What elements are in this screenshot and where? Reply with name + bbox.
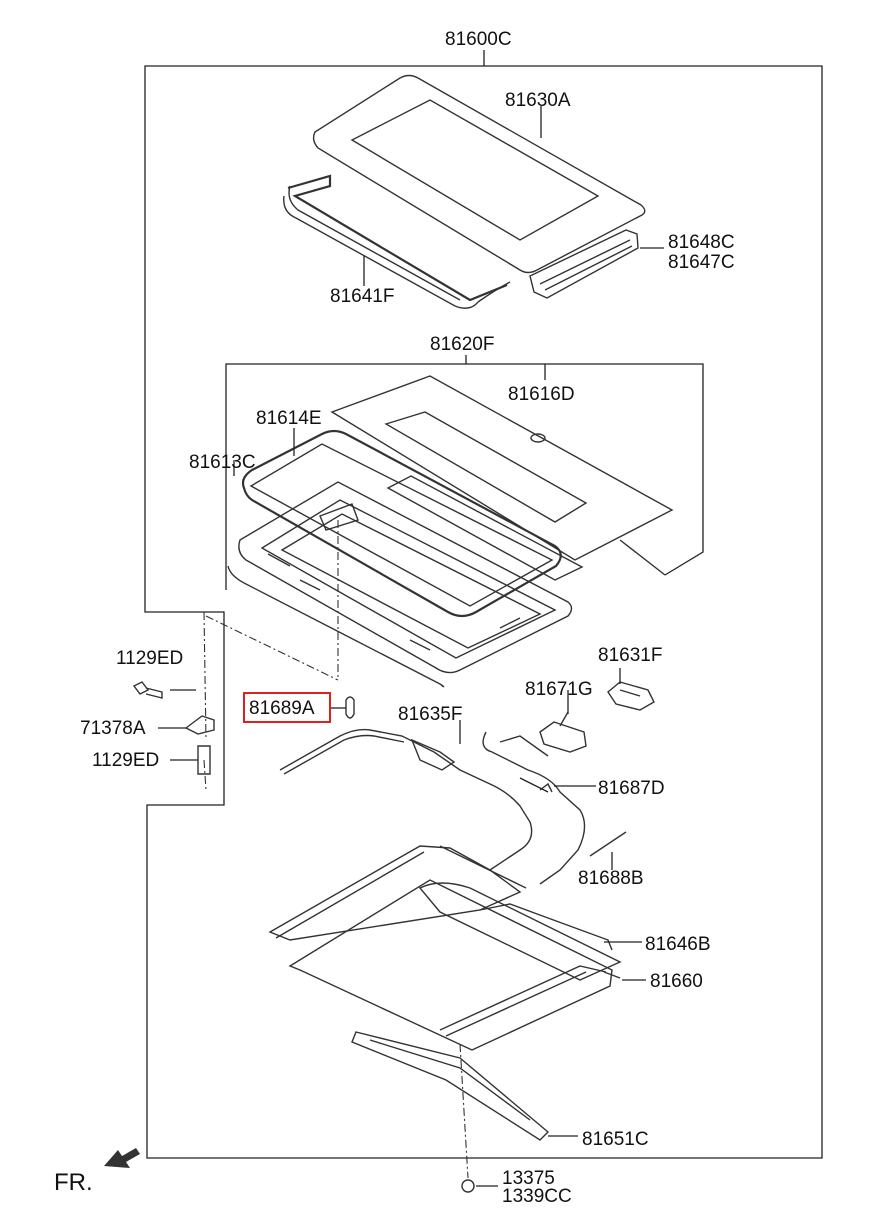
bolt-group <box>132 681 215 775</box>
label-81660: 81660 <box>650 971 703 992</box>
leader-lines <box>233 106 664 1187</box>
sunroof-frame <box>227 481 573 688</box>
label-81630A: 81630A <box>505 90 571 111</box>
label-81688B: 81688B <box>578 868 644 889</box>
glass-panel <box>283 74 646 309</box>
label-81616D: 81616D <box>508 384 575 405</box>
label-81647C: 81647C <box>668 252 735 273</box>
label-81651C: 81651C <box>582 1129 649 1150</box>
front-arrow-icon <box>104 1148 140 1168</box>
label-81641F: 81641F <box>330 286 394 307</box>
subassembly-frame <box>225 363 704 590</box>
label-81671G: 81671G <box>525 679 593 700</box>
label-1129ED-bottom: 1129ED <box>92 750 159 771</box>
front-label: FR. <box>54 1169 93 1196</box>
label-81689A[interactable]: 81689A <box>249 698 315 719</box>
label-81687D: 81687D <box>598 778 665 799</box>
assembly-frame <box>144 65 823 1159</box>
drive-cable <box>279 728 533 871</box>
switch-unit <box>607 681 655 711</box>
label-1129ED-top: 1129ED <box>116 648 183 669</box>
rail-assembly <box>268 845 622 1193</box>
label-81648C: 81648C <box>668 232 735 253</box>
label-71378A: 71378A <box>80 718 146 739</box>
label-81614E: 81614E <box>256 408 322 429</box>
motor-unit <box>482 711 627 885</box>
label-1339CC: 1339CC <box>502 1186 572 1207</box>
label-13375: 13375 <box>502 1168 555 1189</box>
label-81600C: 81600C <box>445 29 512 50</box>
rear-glass <box>330 375 674 581</box>
highlight-box-81689A <box>243 692 331 723</box>
label-81646B: 81646B <box>645 934 711 955</box>
label-81635F: 81635F <box>398 704 462 725</box>
label-81620F: 81620F <box>430 334 494 355</box>
weatherstrip <box>241 429 562 618</box>
label-81613C: 81613C <box>189 452 256 473</box>
label-81631F: 81631F <box>598 645 662 666</box>
